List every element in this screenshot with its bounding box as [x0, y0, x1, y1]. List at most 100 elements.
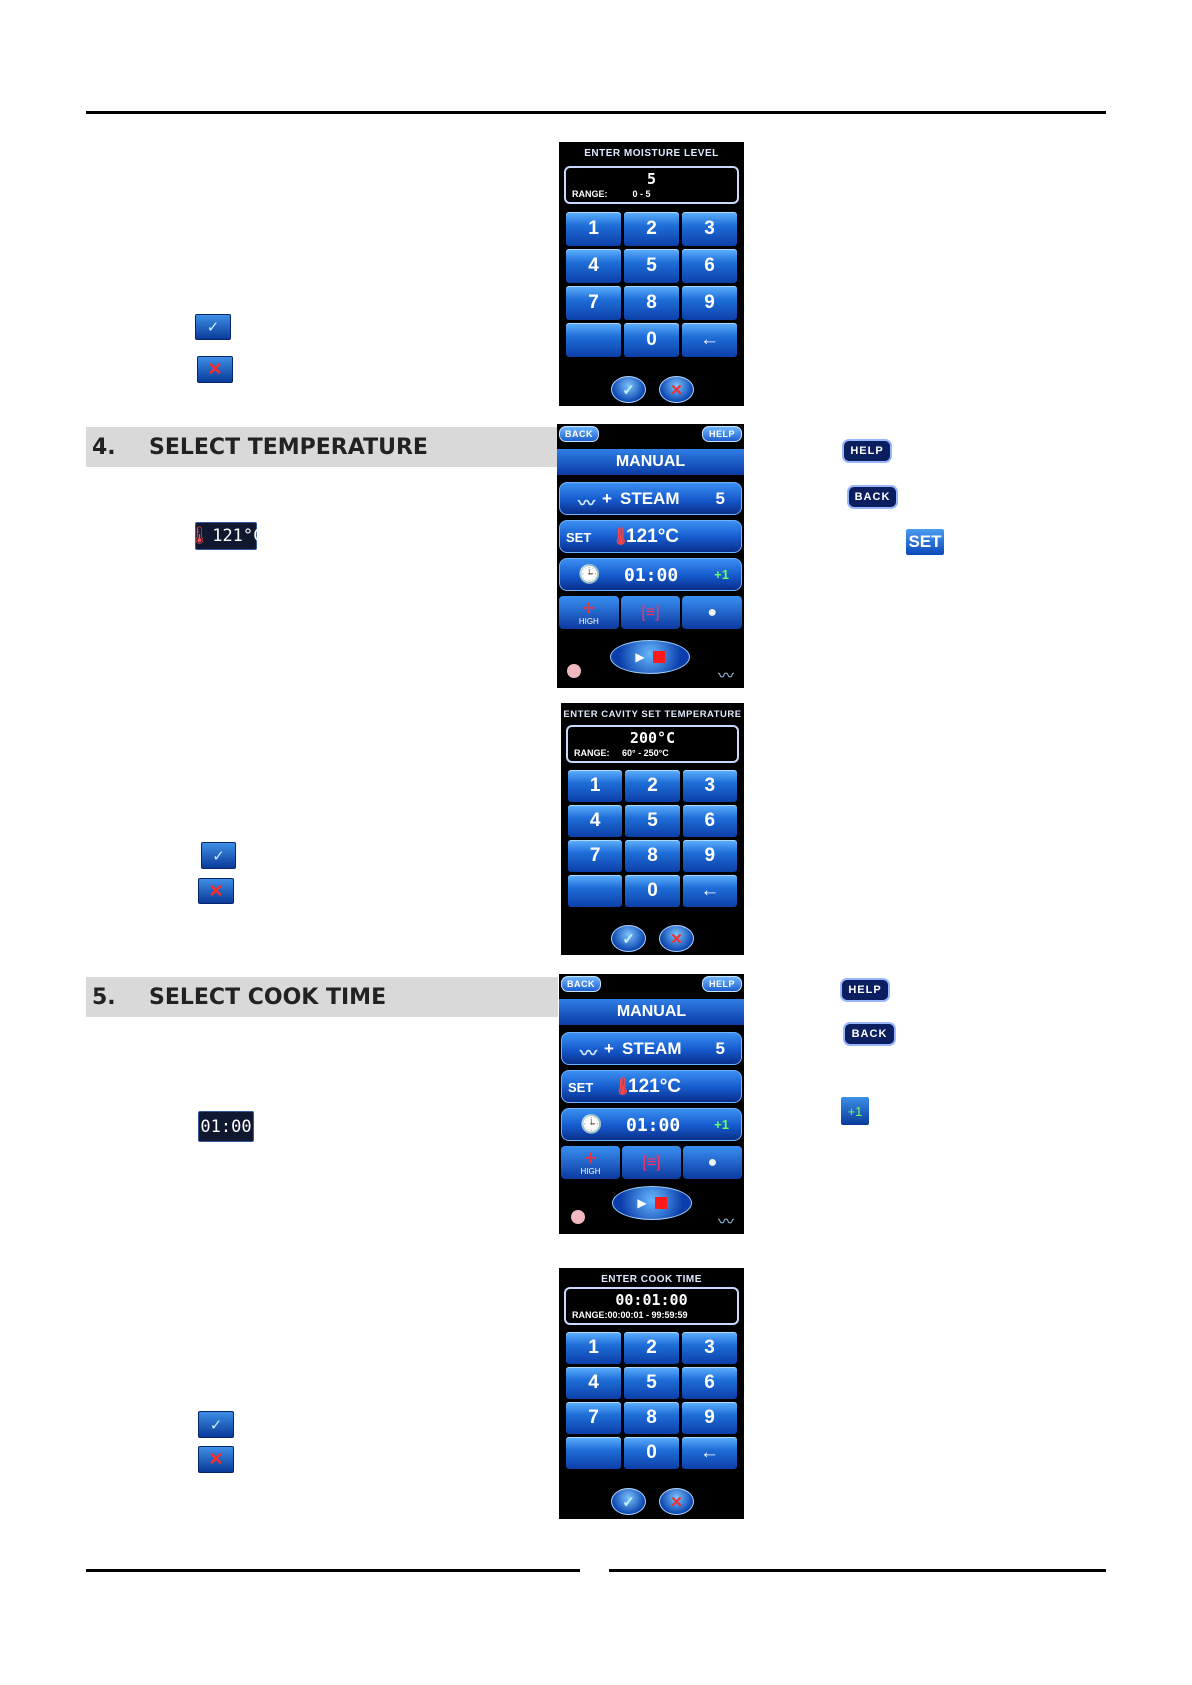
light-bulb-icon: ●: [707, 1153, 718, 1171]
steam-status-icon: 〰: [717, 668, 734, 685]
cook-time-keypad-screen: ENTER COOK TIME 00:01:00 RANGE:00:00:01 …: [559, 1268, 744, 1519]
key-7[interactable]: 7: [566, 286, 621, 320]
confirm-button[interactable]: ✓: [611, 376, 646, 403]
key-8[interactable]: 8: [624, 286, 679, 320]
plus-one-button[interactable]: +1: [714, 1117, 729, 1132]
confirm-icon-inline: ✓: [195, 314, 231, 340]
check-icon: ✓: [622, 381, 635, 399]
manual-header: MANUAL: [557, 449, 744, 475]
status-indicator-icon: [567, 664, 581, 678]
temperature-icon-inline: 🌡121°C: [189, 522, 263, 550]
key-1[interactable]: 1: [568, 770, 623, 802]
play-icon: ▶: [637, 1196, 647, 1210]
key-4[interactable]: 4: [568, 805, 623, 837]
value-display: 200°C RANGE: 60° - 250°C: [566, 725, 739, 763]
stop-icon: [652, 651, 665, 663]
fan-button[interactable]: ✢ HIGH: [561, 1146, 620, 1179]
key-2[interactable]: 2: [625, 770, 680, 802]
back-button[interactable]: BACK: [561, 976, 601, 992]
key-2[interactable]: 2: [624, 212, 679, 246]
key-5[interactable]: 5: [625, 805, 680, 837]
manual-screen: BACK HELP MANUAL 〰 + STEAM 5 SET 🌡 121°C…: [559, 974, 744, 1234]
key-9[interactable]: 9: [682, 1402, 737, 1434]
fan-speed-label: HIGH: [580, 1166, 601, 1176]
key-9[interactable]: 9: [682, 840, 737, 872]
key-4[interactable]: 4: [566, 1367, 621, 1399]
range-value: 60° - 250°C: [622, 748, 669, 758]
temperature-bar[interactable]: SET 🌡 121°C: [561, 1070, 742, 1103]
key-backspace[interactable]: ←: [682, 875, 737, 907]
cancel-icon-inline: ✕: [198, 878, 234, 904]
time-bar[interactable]: 🕒 01:00 +1: [559, 558, 742, 591]
key-0[interactable]: 0: [624, 1437, 679, 1469]
key-7[interactable]: 7: [566, 1402, 621, 1434]
cancel-button[interactable]: ✕: [659, 1488, 694, 1515]
key-8[interactable]: 8: [625, 840, 680, 872]
light-bulb-icon: ●: [707, 603, 717, 621]
status-indicator-icon: [571, 1210, 585, 1224]
key-blank[interactable]: [566, 323, 621, 357]
section-title: SELECT COOK TIME: [149, 985, 387, 1010]
time-bar[interactable]: 🕒 01:00 +1: [561, 1108, 742, 1141]
rack-button[interactable]: [≡]: [622, 1146, 681, 1179]
key-3[interactable]: 3: [682, 770, 737, 802]
check-icon: ✓: [622, 1493, 635, 1511]
function-row: ✢ HIGH [≡] ●: [559, 596, 742, 629]
key-1[interactable]: 1: [566, 212, 621, 246]
manual-header: MANUAL: [559, 999, 744, 1025]
light-button[interactable]: ●: [683, 1146, 742, 1179]
key-0[interactable]: 0: [624, 323, 679, 357]
stop-icon: [654, 1197, 667, 1209]
mode-level: 5: [715, 1039, 725, 1058]
key-5[interactable]: 5: [624, 1367, 679, 1399]
help-icon-inline: HELP: [840, 978, 890, 1002]
range-value: 00:00:01 - 99:59:59: [607, 1310, 688, 1320]
confirm-button[interactable]: ✓: [611, 925, 646, 952]
rack-button[interactable]: [≡]: [620, 596, 681, 629]
mode-label: STEAM: [620, 489, 680, 508]
key-7[interactable]: 7: [568, 840, 623, 872]
cancel-icon-inline: ✕: [197, 356, 233, 383]
key-0[interactable]: 0: [625, 875, 680, 907]
key-9[interactable]: 9: [682, 286, 737, 320]
range-label: RANGE:: [572, 1310, 608, 1320]
key-6[interactable]: 6: [682, 1367, 737, 1399]
fan-button[interactable]: ✢ HIGH: [559, 596, 619, 629]
mode-bar[interactable]: 〰 + STEAM 5: [559, 482, 742, 515]
key-blank[interactable]: [568, 875, 623, 907]
light-button[interactable]: ●: [682, 596, 742, 629]
key-8[interactable]: 8: [624, 1402, 679, 1434]
key-4[interactable]: 4: [566, 249, 621, 283]
key-5[interactable]: 5: [624, 249, 679, 283]
start-stop-button[interactable]: ▶: [610, 640, 690, 674]
temperature-value: 121°C: [212, 526, 264, 546]
key-backspace[interactable]: ←: [682, 323, 737, 357]
plus-one-button[interactable]: +1: [714, 567, 729, 582]
temperature-bar[interactable]: SET 🌡 121°C: [559, 520, 742, 553]
key-backspace[interactable]: ←: [682, 1437, 737, 1469]
bottom-rule-right: [609, 1569, 1106, 1572]
time-icon-inline: 01:00: [198, 1111, 254, 1142]
thermometer-icon: 🌡: [188, 526, 211, 546]
cancel-button[interactable]: ✕: [659, 376, 694, 403]
key-3[interactable]: 3: [682, 212, 737, 246]
screen-title: ENTER CAVITY SET TEMPERATURE: [563, 709, 742, 720]
fan-icon: ✢: [584, 1149, 597, 1166]
key-blank[interactable]: [566, 1437, 621, 1469]
key-1[interactable]: 1: [566, 1332, 621, 1364]
entered-value: 00:01:00: [615, 1291, 688, 1309]
mode-label: STEAM: [622, 1039, 682, 1058]
section-title: SELECT TEMPERATURE: [149, 435, 428, 460]
check-icon: ✓: [206, 319, 220, 336]
cancel-button[interactable]: ✕: [659, 925, 694, 952]
start-stop-button[interactable]: ▶: [612, 1186, 692, 1220]
mode-bar[interactable]: 〰 + STEAM 5: [561, 1032, 742, 1065]
help-button[interactable]: HELP: [702, 426, 742, 442]
help-button[interactable]: HELP: [702, 976, 742, 992]
key-3[interactable]: 3: [682, 1332, 737, 1364]
key-2[interactable]: 2: [624, 1332, 679, 1364]
key-6[interactable]: 6: [682, 249, 737, 283]
key-6[interactable]: 6: [682, 805, 737, 837]
back-button[interactable]: BACK: [559, 426, 599, 442]
confirm-button[interactable]: ✓: [611, 1488, 646, 1515]
